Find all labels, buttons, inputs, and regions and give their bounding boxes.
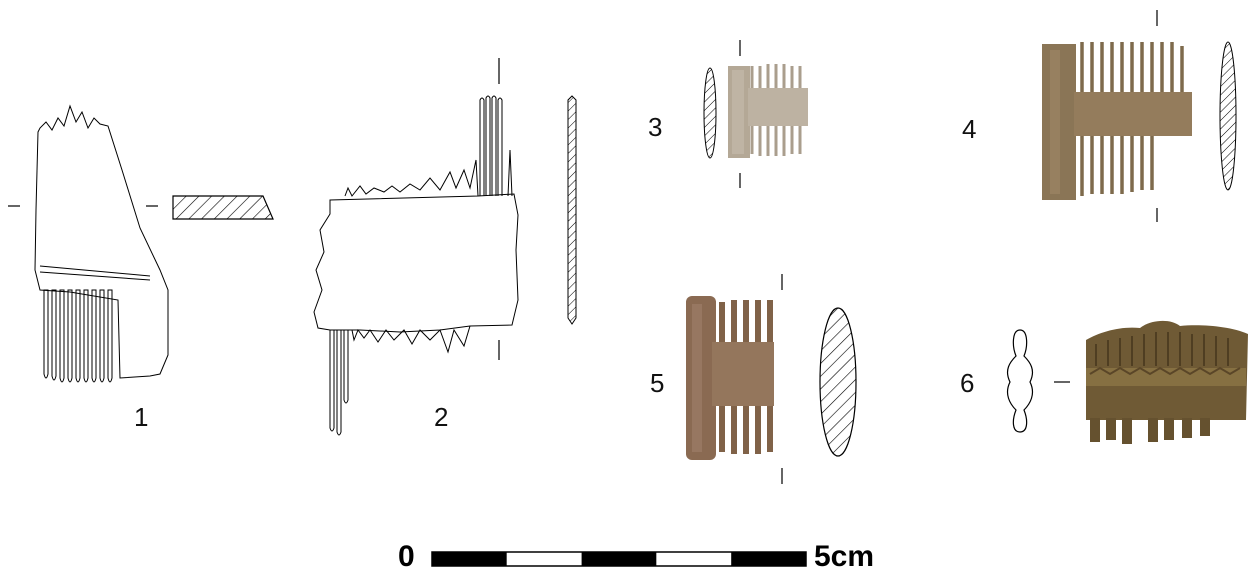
scale-bar-segments [432, 552, 806, 566]
comb-6-profile [1006, 329, 1070, 433]
comb-4-profile [1156, 10, 1237, 222]
figure-number-1: 1 [134, 402, 148, 432]
comb-1-section [8, 195, 274, 220]
scale-bar-segment [506, 552, 582, 566]
scale-bar-frame [431, 551, 807, 567]
comb-2-profile [498, 58, 577, 360]
scale-bar-segment [731, 552, 806, 566]
scale-bar: 0 5cm [398, 540, 874, 573]
figure-number-4: 4 [962, 114, 976, 144]
scale-bar-segment [432, 552, 507, 566]
scale-bar-start-label: 0 [398, 540, 415, 573]
figure-number-6: 6 [960, 368, 974, 398]
comb-5-profile [781, 274, 857, 484]
comb-6-photo [1086, 320, 1248, 444]
comb-1-drawing [34, 104, 169, 383]
comb-3-profile [703, 40, 741, 188]
comb-4-photo [1042, 42, 1192, 200]
comb-5-photo [686, 296, 774, 460]
scale-bar-segment [656, 552, 732, 566]
comb-3-photo [728, 64, 808, 158]
figure-number-3: 3 [648, 112, 662, 142]
comb-2-drawing [313, 95, 519, 436]
scale-bar-end-label: 5cm [814, 540, 874, 573]
figure-number-2: 2 [434, 402, 448, 432]
figure-number-5: 5 [650, 368, 664, 398]
scale-bar-segment [581, 552, 657, 566]
